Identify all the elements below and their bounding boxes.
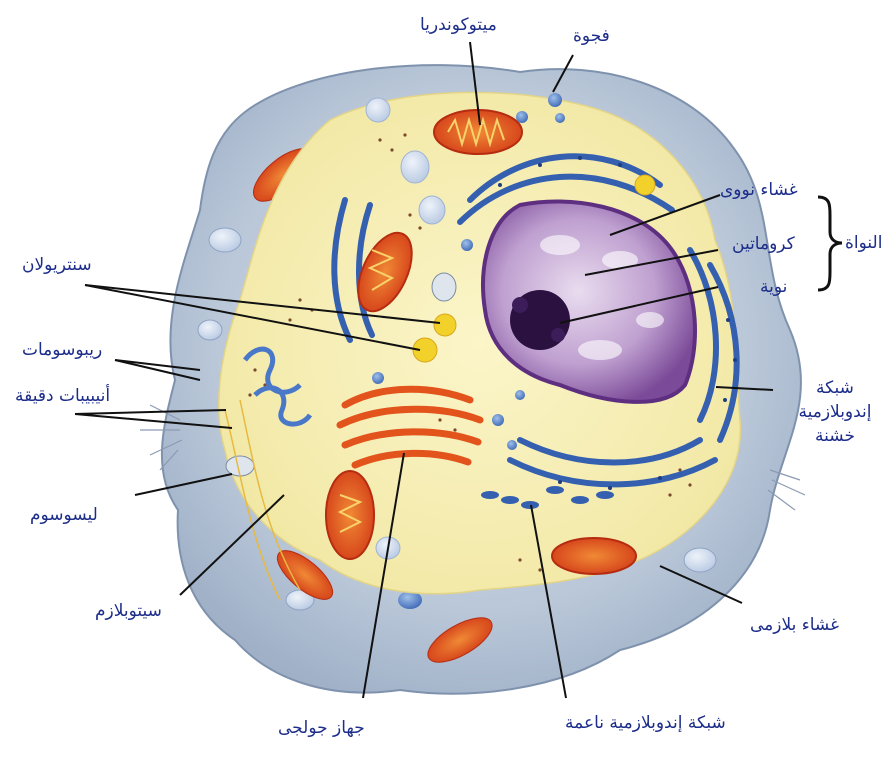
label-golgi: جهاز جولجى — [278, 718, 365, 738]
label-microtubules: أنيبيبات دقيقة — [15, 386, 110, 406]
label-smooth-er: شبكة إندوبلازمية ناعمة — [565, 713, 726, 733]
outer-vesicle — [209, 228, 241, 252]
vacuole-shape — [548, 93, 562, 107]
outer-vesicle — [198, 320, 222, 340]
label-nuclear-membrane: غشاء نووى — [720, 180, 798, 200]
label-centrioles: سنتريولان — [22, 255, 92, 275]
label-cytoplasm: سيتوبلازم — [95, 601, 162, 621]
mitochondrion-bottom-left — [326, 471, 374, 559]
nucleus-brace — [818, 197, 842, 290]
label-ribosomes: ريبوسومات — [22, 340, 102, 360]
label-nucleus-group: النواة — [845, 233, 882, 253]
label-mitochondria: ميتوكوندريا — [420, 15, 497, 35]
label-rough-er: شبكة إندوبلازمية خشنة — [790, 376, 880, 448]
mitochondrion-bottom — [552, 538, 636, 574]
label-vacuole: فجوة — [573, 26, 610, 46]
yellow-granule — [635, 175, 655, 195]
label-nucleolus: نوية — [760, 277, 787, 297]
centriole-1 — [434, 314, 456, 336]
label-plasma-membrane: غشاء بلازمى — [750, 615, 839, 635]
label-lysosome: ليسوسوم — [30, 505, 98, 525]
outer-vesicle — [684, 548, 716, 572]
label-chromatin: كروماتين — [732, 234, 795, 254]
